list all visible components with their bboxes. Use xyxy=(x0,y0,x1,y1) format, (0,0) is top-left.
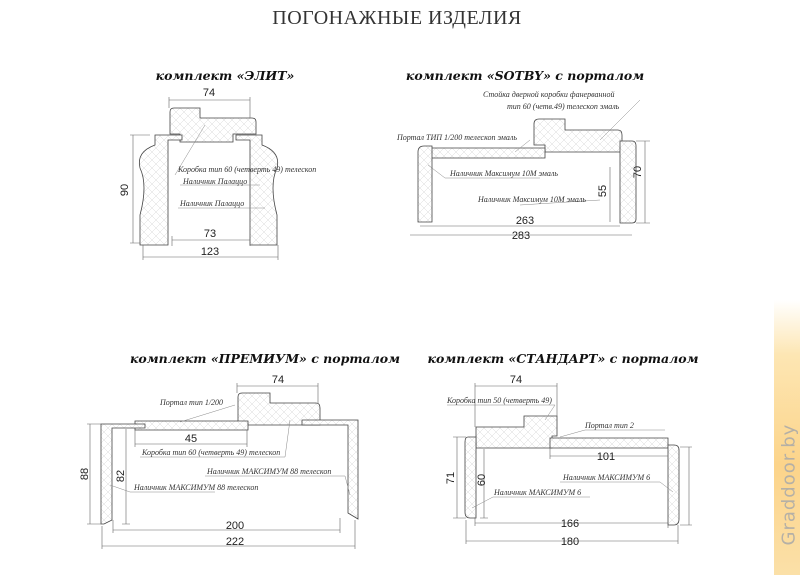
label-frame-2: тип 60 (четв.49) телескоп эмаль xyxy=(507,102,620,111)
frame-box xyxy=(475,415,558,449)
kit-standard: комплект «СТАНДАРТ» с порталом 74 101 71… xyxy=(428,351,699,548)
kit-premium: комплект «ПРЕМИУМ» с порталом 74 45 88 8… xyxy=(79,351,400,549)
dim-inner-height: 82 xyxy=(115,470,127,482)
dim-total: 123 xyxy=(201,246,219,258)
label-casing-2: Наличник Палаццо xyxy=(179,199,244,208)
label-frame: Коробка тип 50 (четверть 49) xyxy=(446,396,552,405)
portal xyxy=(549,437,669,449)
label-casing-left: Наличник МАКСИМУМ 88 телескоп xyxy=(133,483,258,492)
page-title: ПОГОНАЖНЫЕ ИЗДЕЛИЯ xyxy=(272,7,522,29)
dim-inner-height: 60 xyxy=(476,474,488,486)
dim-height: 70 xyxy=(632,166,644,178)
dim-top: 74 xyxy=(272,374,284,386)
casing-left xyxy=(100,423,146,525)
label-portal: Портал ТИП 1/200 телескоп эмаль xyxy=(396,133,517,142)
label-casing-right: Наличник МАКСИМУМ 6 xyxy=(562,473,650,482)
kit-title: комплект «SOTBY» с порталом xyxy=(406,68,644,83)
watermark: Graddoor.by xyxy=(774,300,800,575)
dim-inner: 200 xyxy=(226,520,244,532)
casing-left xyxy=(464,436,477,519)
kit-sotby: комплект «SOTBY» с порталом 263 283 70 5… xyxy=(396,68,650,242)
casing-left xyxy=(138,134,183,246)
dim-inner: 263 xyxy=(516,215,534,227)
label-portal: Портал тип 2 xyxy=(584,421,634,430)
casing-right xyxy=(667,444,680,526)
portal xyxy=(421,147,546,159)
casing-right xyxy=(301,419,359,520)
label-casing-2: Наличник Максимум 10М эмаль xyxy=(477,195,586,204)
dim-inner-height: 55 xyxy=(597,185,609,197)
label-casing: Наличник Максимум 10М эмаль xyxy=(449,169,558,178)
kit-title: комплект «ПРЕМИУМ» с порталом xyxy=(130,351,400,366)
dim-portal: 101 xyxy=(597,451,615,463)
casing-right xyxy=(619,140,637,224)
dim-height: 88 xyxy=(79,468,91,480)
dim-total: 283 xyxy=(512,230,530,242)
watermark-text: Graddoor.by xyxy=(778,423,800,546)
label-portal: Портал тип 1/200 xyxy=(159,398,223,407)
label-casing: Наличник Палаццо xyxy=(182,177,247,186)
kit-title: комплект «ЭЛИТ» xyxy=(156,68,295,83)
portal xyxy=(134,420,249,431)
frame-post xyxy=(533,118,623,153)
label-casing-right: Наличник МАКСИМУМ 88 телескоп xyxy=(206,467,331,476)
dim-height: 90 xyxy=(119,184,131,196)
dim-total: 180 xyxy=(561,536,579,548)
label-frame: Коробка тип 60 (четверть 49) телескоп xyxy=(177,165,316,174)
frame-box xyxy=(169,107,257,143)
label-frame: Коробка тип 60 (четверть 49) телескоп xyxy=(141,448,280,457)
dim-top: 74 xyxy=(203,87,215,99)
label-casing-left: Наличник МАКСИМУМ 6 xyxy=(493,488,581,497)
kit-title: комплект «СТАНДАРТ» с порталом xyxy=(428,351,699,366)
dim-top: 74 xyxy=(510,374,522,386)
dim-portal: 45 xyxy=(185,433,197,445)
casing-right xyxy=(235,134,279,246)
dim-inner: 166 xyxy=(561,518,579,530)
dim-total: 222 xyxy=(226,536,244,548)
casing-left xyxy=(417,145,433,223)
frame-box xyxy=(237,392,321,426)
dim-height: 71 xyxy=(445,472,457,484)
label-frame-1: Стойка дверной коробки фанерванной xyxy=(483,90,614,99)
kit-elit: комплект «ЭЛИТ» 74 90 73 123 Коробка тип… xyxy=(119,68,316,260)
dim-inner: 73 xyxy=(204,228,216,240)
